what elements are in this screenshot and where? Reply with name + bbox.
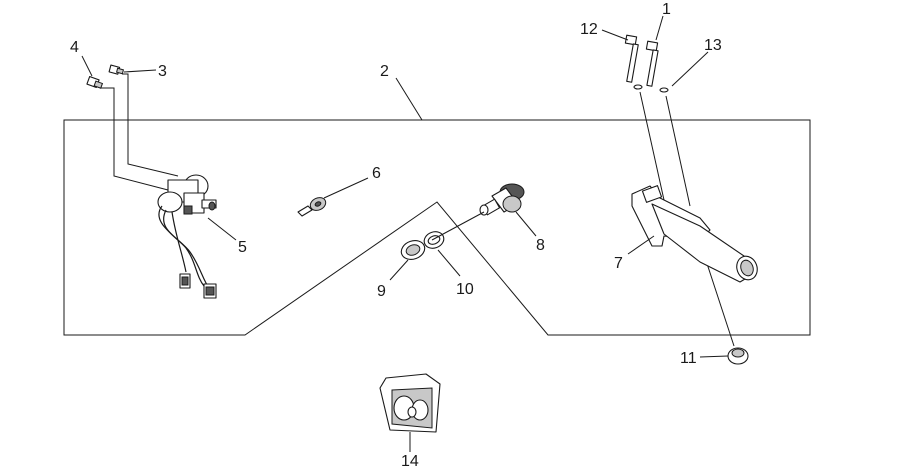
assembly-line-lock (431, 211, 485, 241)
callout-2: 2 (380, 63, 389, 80)
callout-14: 14 (401, 453, 419, 468)
leader-2 (395, 77, 423, 121)
part-9-ring-nut (400, 240, 426, 260)
assembly-line-bolt-12 (639, 91, 665, 201)
callout-8: 8 (536, 237, 545, 254)
leader-5 (207, 217, 237, 241)
callout-10: 10 (456, 281, 474, 298)
callout-13: 13 (704, 37, 722, 54)
part-4-screw (86, 75, 104, 89)
callout-11: 11 (680, 350, 697, 367)
callout-6: 6 (372, 165, 381, 182)
part-7-handlebar-mount (631, 185, 758, 283)
part-10-washer (423, 231, 445, 249)
part-14-gasket-kit (379, 373, 441, 433)
leader-3 (123, 69, 157, 73)
part-1-bolt (645, 40, 669, 93)
leader-13 (671, 51, 709, 87)
part-6-key (297, 197, 327, 217)
part-11-nut (727, 347, 749, 365)
callout-3: 3 (158, 63, 167, 80)
callout-12: 12 (580, 21, 598, 38)
leader-12 (601, 29, 629, 41)
leader-8 (515, 211, 537, 237)
assembly-boundary (63, 119, 811, 336)
callout-4: 4 (70, 39, 79, 56)
part-3-screw (108, 64, 125, 75)
assembly-line-screw-3 (122, 73, 179, 177)
part-8-lock-cylinder (479, 183, 525, 216)
leader-9 (389, 259, 409, 281)
leader-4 (81, 55, 93, 77)
assembly-line-screw-4 (100, 87, 169, 191)
callout-7: 7 (614, 255, 623, 272)
leader-10 (437, 249, 461, 277)
leader-11 (699, 355, 729, 358)
assembly-line-bolt-1 (665, 95, 691, 207)
leader-1 (655, 15, 664, 41)
callout-9: 9 (377, 283, 386, 300)
part-5-ignition-switch (157, 174, 217, 299)
leader-7 (627, 235, 655, 255)
part-12-bolt (624, 34, 643, 90)
leader-6 (323, 177, 369, 199)
callout-5: 5 (238, 239, 247, 256)
callout-1: 1 (662, 1, 671, 18)
